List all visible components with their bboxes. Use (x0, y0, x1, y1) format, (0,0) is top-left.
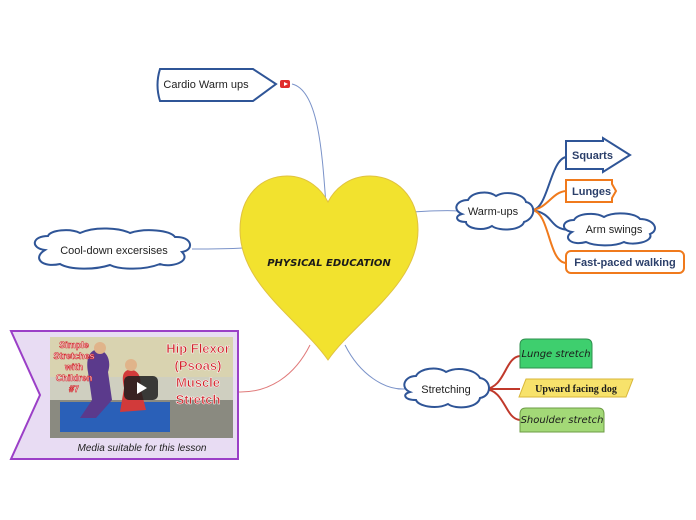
thumb-left-line-5: #7 (69, 384, 79, 394)
cardio-warmups-node[interactable]: Cardio Warm ups (156, 68, 278, 102)
thumb-left-line-1: Simple (59, 340, 89, 350)
thumb-right-line-4: Stretch (176, 392, 221, 407)
cardio-warmups-label: Cardio Warm ups (163, 79, 249, 91)
connector-media (237, 344, 311, 393)
media-caption: Media suitable for this lesson (78, 443, 207, 454)
thumb-right-line-3: Muscle (176, 375, 220, 390)
thumb-left-line-4: Children (56, 373, 93, 383)
central-heart[interactable] (239, 175, 419, 361)
cooldown-label: Cool-down excersises (60, 245, 168, 257)
connector-cooldown (191, 247, 244, 250)
warmups-label: Warm-ups (468, 206, 519, 218)
play-button-icon[interactable] (124, 376, 158, 400)
connectors-warmups-children-orange (531, 190, 567, 264)
thumb-left-line-3: with (64, 362, 83, 372)
connectors-stretching-children (484, 355, 521, 421)
shoulder-stretch-label: Shoulder stretch (521, 415, 604, 426)
media-node[interactable]: Simple Stretches with Children #7 Hip Fl… (9, 330, 239, 460)
fast-paced-walking-label: Fast-paced walking (574, 257, 675, 269)
lunge-stretch-label: Lunge stretch (521, 349, 590, 360)
stretching-node[interactable]: Stretching (403, 367, 490, 409)
cooldown-node[interactable]: Cool-down excersises (33, 227, 191, 270)
upward-facing-dog-label: Upward facing dog (535, 384, 617, 395)
thumb-left-line-2: Stretches (53, 351, 94, 361)
shoulder-stretch-node[interactable]: Shoulder stretch (519, 407, 605, 433)
warmups-node[interactable]: Warm-ups (455, 191, 535, 231)
squarts-label: Squarts (572, 150, 613, 162)
lunges-label: Lunges (572, 186, 611, 198)
connectors-warmups-children (531, 156, 569, 231)
fast-paced-walking-node[interactable]: Fast-paced walking (565, 250, 685, 274)
stretching-label: Stretching (421, 384, 471, 396)
connector-warmups (411, 210, 459, 213)
central-topic-label: PHYSICAL EDUCATION (267, 258, 391, 269)
connector-stretching (344, 344, 406, 390)
video-badge-icon[interactable] (280, 80, 290, 88)
lunges-node[interactable]: Lunges (565, 179, 618, 203)
thumb-right-line-1: Hip Flexor (166, 341, 230, 356)
thumb-right-line-2: (Psoas) (175, 358, 222, 373)
upward-facing-dog-node[interactable]: Upward facing dog (518, 378, 634, 398)
arm-swings-label: Arm swings (586, 224, 643, 236)
lunge-stretch-node[interactable]: Lunge stretch (519, 338, 593, 369)
connector-cardio (291, 83, 327, 206)
arm-swings-node[interactable]: Arm swings (563, 212, 656, 247)
video-thumbnail[interactable]: Simple Stretches with Children #7 Hip Fl… (50, 337, 233, 438)
squarts-node[interactable]: Squarts (565, 136, 632, 174)
